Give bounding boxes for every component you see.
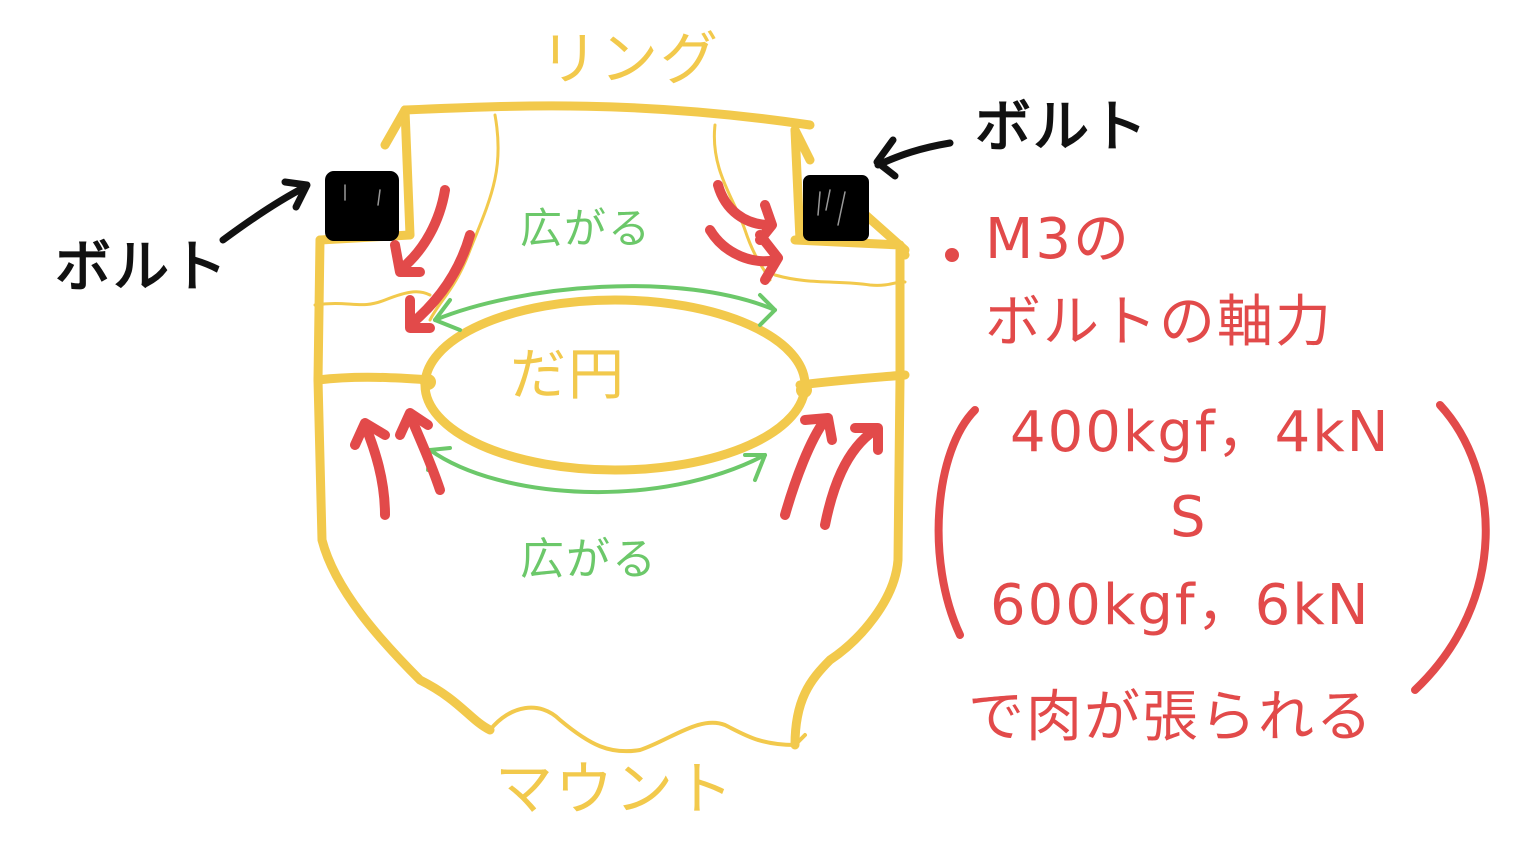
bolt-left-square: [325, 171, 399, 241]
mount-label: マウント: [495, 755, 736, 823]
bolt-right-label: ボルト: [975, 95, 1149, 160]
note-range-low: 400kgf，4kN: [1010, 400, 1391, 465]
expansion-arrow-top: [433, 284, 777, 332]
bolt-left-arrow: [219, 178, 311, 244]
bolt-right-square: [803, 175, 869, 241]
force-arrow-top-right-2: [705, 225, 780, 267]
note-range-high: 600kgf，6kN: [990, 573, 1371, 638]
force-arrow-bottom-right-1: [780, 415, 830, 520]
force-arrows: [350, 180, 883, 530]
ellipse-label: だ円: [510, 343, 626, 408]
force-arrow-top-left-1: [395, 185, 450, 275]
force-arrow-bottom-right-2: [820, 425, 880, 530]
note-line-axial-force: ボルトの軸力: [985, 290, 1333, 355]
mount-outline: [313, 235, 910, 750]
note-range-separator: S: [1170, 485, 1208, 550]
force-arrow-top-right-1: [713, 180, 775, 230]
note-brackets: [934, 401, 1490, 694]
note-bullet: [945, 248, 959, 262]
force-arrow-bottom-left-2: [405, 410, 445, 495]
mount-bottom-edge: [488, 705, 807, 754]
note-line-m3: M3の: [985, 207, 1131, 272]
force-arrow-bottom-left-1: [360, 420, 390, 520]
expand-top-label: 広がる: [520, 204, 653, 253]
bolt-left-label: ボルト: [55, 235, 229, 300]
bolt-right-arrow: [873, 136, 954, 180]
expand-bottom-label: 広がる: [520, 534, 658, 585]
force-arrow-top-left-2: [405, 230, 475, 330]
ring-label: リング: [540, 25, 721, 93]
note-line-stretched: で肉が張られる: [968, 685, 1374, 750]
